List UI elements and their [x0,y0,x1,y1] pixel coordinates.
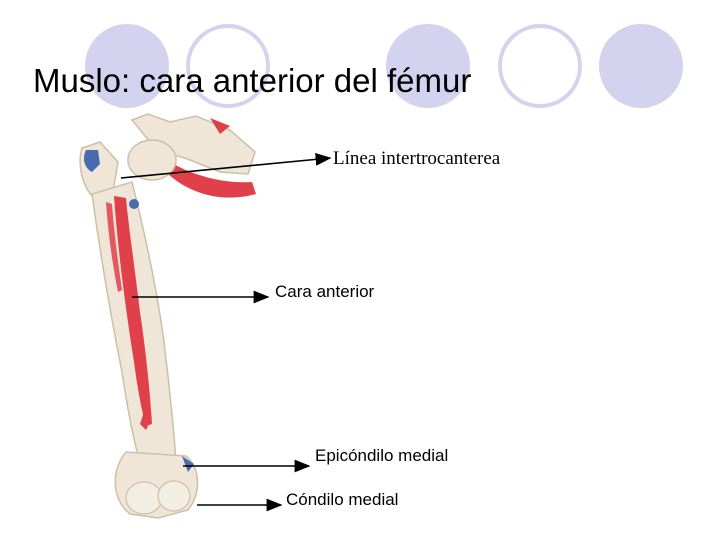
pelvis-white-line [181,187,256,201]
decor-circle-filled-2 [386,24,470,108]
lateral-muscle-attachment [106,202,122,292]
lateral-condyle-shape [157,480,191,512]
decor-circle-outline-1 [186,24,270,108]
femur-illustration [79,113,256,519]
label-epicondilo-medial: Epicóndilo medial [315,446,449,465]
trochanter-blue-patch [84,150,100,172]
lower-red-spot [140,412,152,430]
epicondyle-blue-spot [182,456,194,472]
decor-circle-filled-3 [599,24,683,108]
pelvis-red-band [166,160,256,198]
arrow-linea-intertrocanterea [120,153,332,179]
small-blue-spot [129,199,139,209]
decor-circle-filled-1 [85,24,169,108]
femoral-head [127,139,177,181]
label-linea-intertrocanterea: Línea intertrocanterea [333,148,501,169]
header-circles [85,24,683,108]
decor-circle-outline-2 [498,24,582,108]
slide-title: Muslo: cara anterior del fémur [33,62,472,99]
label-cara-anterior: Cara anterior [275,282,375,301]
pelvis-red-spot [210,118,230,134]
label-condilo-medial: Cóndilo medial [286,490,399,509]
anterior-muscle-attachment [114,196,152,426]
